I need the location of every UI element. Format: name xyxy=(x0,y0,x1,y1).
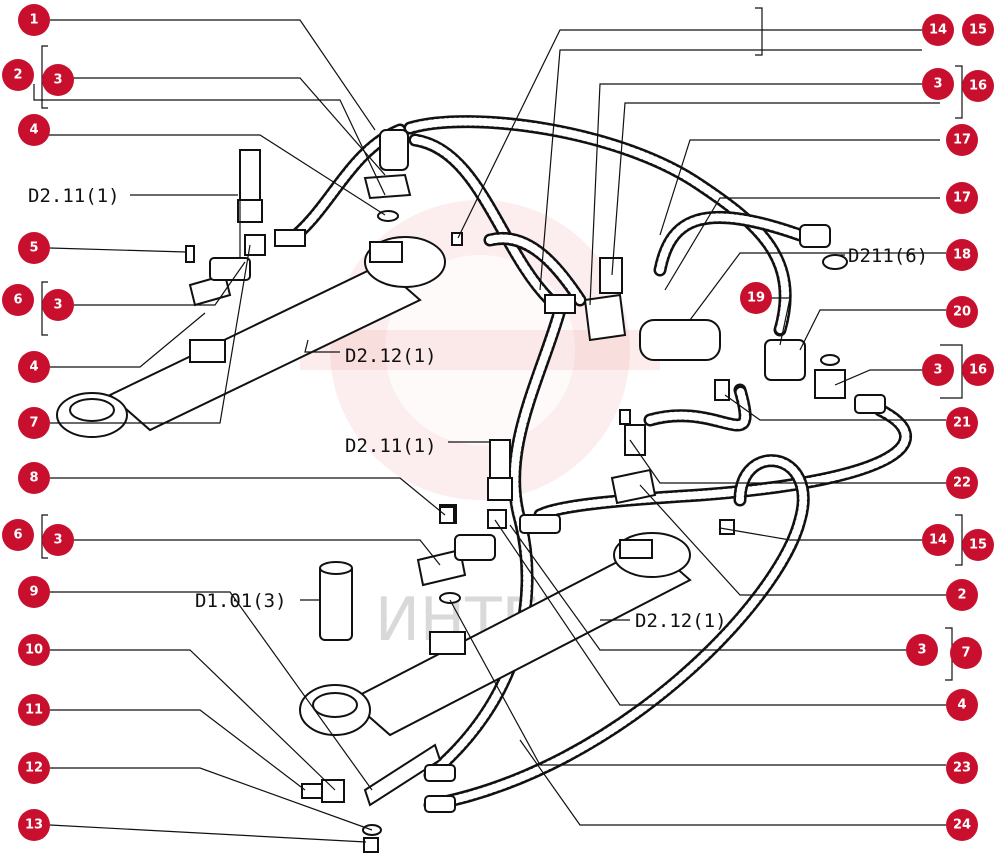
svg-text:19: 19 xyxy=(747,291,765,306)
svg-text:22: 22 xyxy=(953,476,971,491)
callout-7[interactable]: 7 xyxy=(950,637,982,669)
svg-text:7: 7 xyxy=(961,646,970,661)
callout-9[interactable]: 9 xyxy=(18,576,50,608)
svg-text:14: 14 xyxy=(929,23,947,38)
callout-17[interactable]: 17 xyxy=(946,124,978,156)
svg-text:18: 18 xyxy=(953,248,971,263)
lower-cylinder xyxy=(299,532,692,737)
callout-4[interactable]: 4 xyxy=(18,351,50,383)
svg-text:4: 4 xyxy=(29,123,38,138)
callout-3[interactable]: 3 xyxy=(42,524,74,556)
svg-text:3: 3 xyxy=(53,73,62,88)
callout-5[interactable]: 5 xyxy=(18,232,50,264)
callout-19[interactable]: 19 xyxy=(740,282,772,314)
callout-3[interactable]: 3 xyxy=(906,634,938,666)
svg-text:7: 7 xyxy=(29,416,38,431)
leader-lines xyxy=(33,7,963,843)
callout-18[interactable]: 18 xyxy=(946,239,978,271)
callout-4[interactable]: 4 xyxy=(946,689,978,721)
callout-2[interactable]: 2 xyxy=(2,59,34,91)
callout-13[interactable]: 13 xyxy=(18,809,50,841)
upper-cylinder xyxy=(56,236,446,438)
callout-15[interactable]: 15 xyxy=(962,529,994,561)
callout-3[interactable]: 3 xyxy=(42,64,74,96)
svg-text:8: 8 xyxy=(29,471,38,486)
callout-11[interactable]: 11 xyxy=(18,694,50,726)
svg-text:3: 3 xyxy=(933,77,942,92)
svg-text:12: 12 xyxy=(25,761,43,776)
callout-21[interactable]: 21 xyxy=(946,407,978,439)
callout-3[interactable]: 3 xyxy=(42,289,74,321)
svg-text:4: 4 xyxy=(29,360,38,375)
svg-text:14: 14 xyxy=(929,533,947,548)
callout-1[interactable]: 1 xyxy=(18,4,50,36)
svg-text:4: 4 xyxy=(957,698,966,713)
callout-3[interactable]: 3 xyxy=(922,68,954,100)
ref-d211-mid: D2.11(1) xyxy=(345,435,437,457)
svg-text:11: 11 xyxy=(25,703,43,718)
callout-14[interactable]: 14 xyxy=(922,524,954,556)
callout-7[interactable]: 7 xyxy=(18,407,50,439)
svg-text:17: 17 xyxy=(953,191,971,206)
callout-2[interactable]: 2 xyxy=(946,579,978,611)
svg-text:3: 3 xyxy=(53,298,62,313)
svg-text:6: 6 xyxy=(13,293,22,308)
callout-15[interactable]: 15 xyxy=(962,14,994,46)
ref-d211-top: D2.11(1) xyxy=(28,185,120,207)
svg-text:2: 2 xyxy=(13,68,22,83)
svg-text:21: 21 xyxy=(953,416,971,431)
callout-16[interactable]: 16 xyxy=(962,354,994,386)
svg-text:3: 3 xyxy=(53,533,62,548)
callout-24[interactable]: 24 xyxy=(946,809,978,841)
svg-text:3: 3 xyxy=(917,643,926,658)
callout-8[interactable]: 8 xyxy=(18,462,50,494)
ref-d212-top: D2.12(1) xyxy=(345,345,437,367)
svg-text:15: 15 xyxy=(969,538,987,553)
svg-text:2: 2 xyxy=(957,588,966,603)
callout-17[interactable]: 17 xyxy=(946,182,978,214)
callout-6[interactable]: 6 xyxy=(2,519,34,551)
svg-text:23: 23 xyxy=(953,761,971,776)
callout-4[interactable]: 4 xyxy=(18,114,50,146)
svg-text:20: 20 xyxy=(953,305,971,320)
svg-text:15: 15 xyxy=(969,23,987,38)
callout-16[interactable]: 16 xyxy=(962,70,994,102)
callout-10[interactable]: 10 xyxy=(18,634,50,666)
svg-text:16: 16 xyxy=(969,79,987,94)
ref-d101: D1.01(3) xyxy=(195,590,287,612)
svg-text:24: 24 xyxy=(953,818,971,833)
svg-text:9: 9 xyxy=(29,585,38,600)
ref-d211-right: D211(6) xyxy=(848,245,928,267)
svg-text:10: 10 xyxy=(25,643,43,658)
callout-22[interactable]: 22 xyxy=(946,467,978,499)
svg-text:5: 5 xyxy=(29,241,38,256)
callout-12[interactable]: 12 xyxy=(18,752,50,784)
svg-text:6: 6 xyxy=(13,528,22,543)
svg-text:1: 1 xyxy=(29,13,38,28)
svg-text:13: 13 xyxy=(25,818,43,833)
svg-text:17: 17 xyxy=(953,133,971,148)
callout-6[interactable]: 6 xyxy=(2,284,34,316)
svg-text:3: 3 xyxy=(933,363,942,378)
callout-14[interactable]: 14 xyxy=(922,14,954,46)
fittings xyxy=(185,129,886,853)
svg-text:16: 16 xyxy=(969,363,987,378)
ref-d212-bottom: D2.12(1) xyxy=(635,610,727,632)
callout-23[interactable]: 23 xyxy=(946,752,978,784)
callout-3[interactable]: 3 xyxy=(922,354,954,386)
callout-20[interactable]: 20 xyxy=(946,296,978,328)
